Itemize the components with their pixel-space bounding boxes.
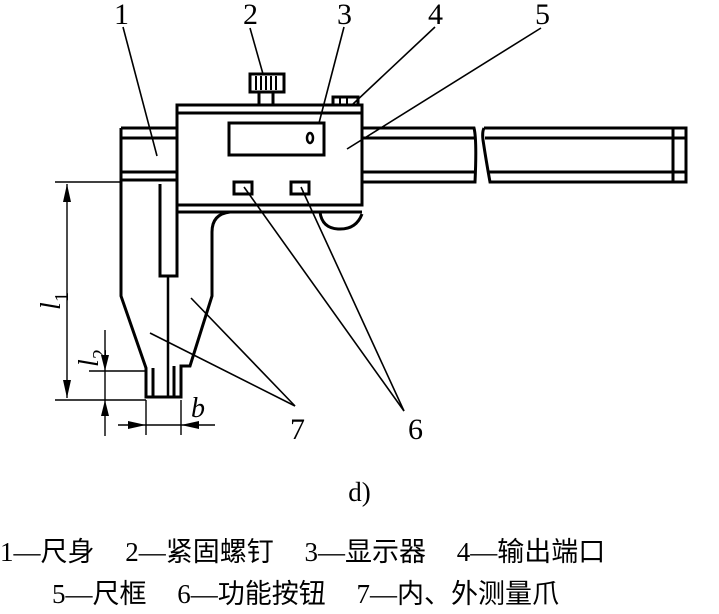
legend-name: 尺框 (92, 579, 147, 609)
callout-1: 1 (114, 0, 129, 31)
legend-item-6: 6—功能按钮 (177, 579, 326, 609)
legend-dash: — (65, 579, 93, 609)
dimension-label-l2: l 2 (74, 349, 111, 367)
l1-subscript: 1 (51, 292, 73, 302)
legend-dash: — (190, 579, 218, 609)
legend-dash: — (13, 537, 41, 567)
legend-name: 紧固螺钉 (165, 537, 274, 567)
function-button-right (289, 180, 311, 196)
legend-item-4: 4—输出端口 (457, 537, 606, 567)
legend-number: 2 (125, 537, 139, 567)
legend-row-2: 5—尺框 6—功能按钮 7—内、外测量爪 (0, 572, 719, 611)
dimension-arrows (63, 184, 199, 429)
display-dot (305, 131, 315, 145)
legend-name: 功能按钮 (217, 579, 326, 609)
dimension-label-b: b (191, 393, 205, 424)
legend-number: 5 (52, 579, 66, 609)
l2-subscript: 2 (89, 349, 111, 359)
callout-2: 2 (243, 0, 258, 31)
legend-item-7: 7—内、外测量爪 (357, 579, 560, 609)
legend-dash: — (138, 537, 166, 567)
part-callouts: 1 2 3 4 5 6 7 (114, 0, 550, 446)
dimension-label-l1: l 1 (36, 292, 73, 310)
l2-symbol: l (74, 359, 105, 367)
function-button-left (232, 180, 254, 196)
legend-item-3: 3—显示器 (305, 537, 427, 567)
ruler-body (119, 126, 688, 184)
legend-name: 显示器 (345, 537, 426, 567)
callout-3: 3 (337, 0, 352, 31)
callout-4: 4 (428, 0, 443, 31)
legend-number: 7 (356, 579, 371, 609)
sliding-frame (172, 103, 364, 399)
leader-lines (122, 26, 542, 412)
legend-dash: — (370, 579, 397, 609)
locking-screw (248, 72, 286, 104)
callout-5: 5 (535, 0, 550, 31)
legend-name: 输出端口 (497, 537, 606, 567)
legend-item-2: 2—紧固螺钉 (125, 537, 274, 567)
display-screen (227, 121, 326, 157)
legend-item-1: 1—尺身 (0, 537, 95, 567)
callout-6: 6 (408, 413, 423, 446)
legend-name: 内、外测量爪 (397, 579, 559, 609)
legend-number: 6 (177, 579, 191, 609)
legend-name: 尺身 (40, 537, 95, 567)
legend-row-1: 1—尺身 2—紧固螺钉 3—显示器 4—输出端口 (0, 530, 719, 569)
legend-number: 4 (456, 537, 471, 567)
legend-number: 3 (304, 537, 319, 567)
subfigure-label: d) (348, 477, 371, 507)
callout-7: 7 (290, 413, 305, 446)
digital-caliper-drawing: 1 2 3 4 5 6 7 l 1 l 2 b (36, 0, 688, 446)
l1-symbol: l (36, 302, 67, 310)
legend-item-5: 5—尺框 (52, 579, 147, 609)
dimension-lines (55, 181, 215, 436)
output-port (331, 95, 360, 107)
legend-dash: — (318, 537, 345, 567)
fixed-jaw (119, 178, 181, 399)
legend-number: 1 (0, 537, 14, 567)
legend-dash: — (470, 537, 498, 567)
